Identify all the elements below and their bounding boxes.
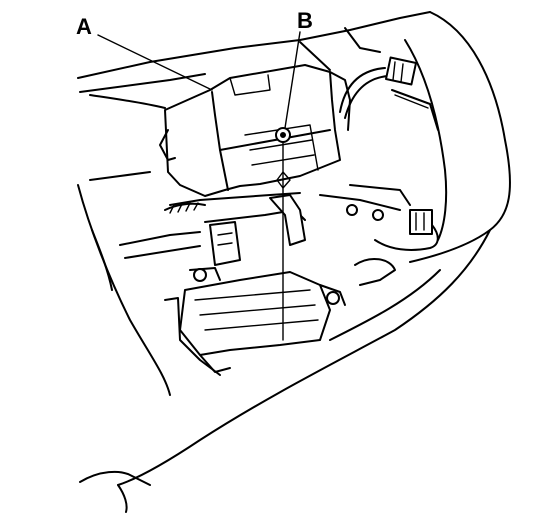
left-dash	[77, 171, 171, 396]
airbag-module	[159, 64, 351, 197]
leader-line-b	[284, 31, 301, 129]
callout-label-b: B	[297, 8, 313, 33]
leader-line-a	[97, 34, 213, 91]
lower-frame	[164, 258, 396, 376]
support-bracket	[119, 192, 306, 266]
lower-trim	[79, 229, 491, 513]
right-console	[391, 11, 511, 263]
callout-label-a: A	[76, 14, 92, 39]
dashboard-top	[77, 11, 431, 109]
wire-harness	[319, 56, 439, 251]
